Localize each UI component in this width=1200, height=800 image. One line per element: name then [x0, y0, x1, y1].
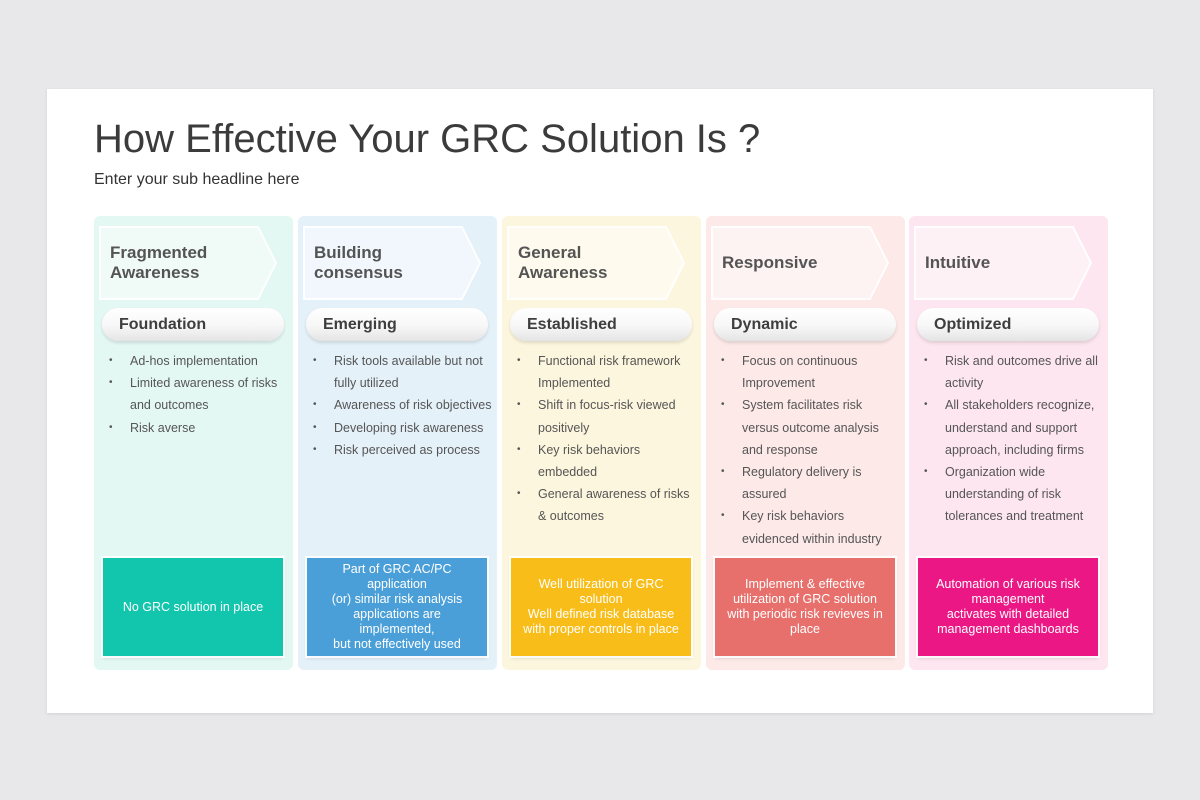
- bullet-item: • Risk averse: [106, 417, 289, 439]
- bullet-item: • Developing risk awareness: [310, 417, 493, 439]
- bullet-item: • Awareness of risk objectives: [310, 394, 493, 416]
- summary-text: Implement & effective utilization of GRC…: [727, 577, 883, 636]
- bullet-text: Shift in focus-risk viewed positively: [538, 398, 676, 435]
- bullet-dot-icon: •: [313, 443, 317, 455]
- summary-text: Part of GRC AC/PC application (or) simil…: [331, 562, 463, 651]
- bullet-text: Risk tools available but not fully utili…: [334, 354, 483, 391]
- slide-title: How Effective Your GRC Solution Is ?: [94, 117, 761, 161]
- slide: How Effective Your GRC Solution Is ? Ent…: [47, 89, 1153, 713]
- summary-text: No GRC solution in place: [122, 599, 264, 614]
- bullet-dot-icon: •: [721, 466, 725, 478]
- bullet-text: Developing risk awareness: [334, 420, 484, 435]
- bullet-dot-icon: •: [721, 355, 725, 366]
- bullet-list: • Focus on continuous Improvement • System…: [718, 350, 901, 550]
- chevron-arrow-icon: [303, 226, 482, 300]
- bullet-item: • Functional risk framework Implemented: [514, 350, 697, 394]
- bullet-text: Risk averse: [130, 420, 196, 435]
- bullet-item: • General awareness of risks & outcomes: [514, 483, 697, 527]
- bullet-dot-icon: •: [517, 488, 521, 500]
- bullet-item: • Risk and outcomes drive all activity: [921, 350, 1104, 394]
- chevron-arrow-icon: [914, 226, 1093, 300]
- level-title: Responsive: [722, 253, 818, 272]
- summary-box: Part of GRC AC/PC application (or) simil…: [307, 558, 487, 656]
- maturity-column-intuitive: Intuitive Optimized • Risk and outcomes d…: [909, 216, 1108, 670]
- level-title: Fragmented Awareness: [110, 243, 208, 282]
- stage-pill: Optimized: [917, 308, 1099, 341]
- bullet-item: • Ad-hos implementation: [106, 350, 289, 372]
- bullet-text: Key risk behaviors embedded: [538, 442, 641, 480]
- stage-pill: Dynamic: [714, 308, 896, 341]
- level-title: Intuitive: [925, 253, 991, 272]
- bullet-item: • All stakeholders recognize, understand …: [921, 394, 1104, 461]
- chevron-arrow-icon: [99, 226, 278, 300]
- maturity-column-responsive: Responsive Dynamic • Focus on continuous …: [706, 216, 905, 670]
- summary-text: Automation of various risk management ac…: [936, 577, 1080, 636]
- bullet-text: Risk and outcomes drive all activity: [945, 354, 1098, 391]
- stage-label: Dynamic: [731, 316, 798, 333]
- bullet-text: Limited awareness of risks and outcomes: [130, 376, 278, 413]
- bullet-dot-icon: •: [924, 466, 928, 478]
- bullet-text: Organization wide understanding of risk …: [945, 465, 1084, 524]
- stage-pill: Emerging: [306, 308, 488, 341]
- bullet-dot-icon: •: [109, 421, 113, 433]
- bullet-item: • Key risk behaviors evidenced within ind…: [718, 505, 901, 549]
- bullet-text: Risk perceived as process: [334, 442, 480, 457]
- maturity-column-building: Building consensus Emerging • Risk tools …: [298, 216, 497, 670]
- bullet-dot-icon: •: [517, 443, 521, 455]
- bullet-item: • Limited awareness of risks and outcomes: [106, 372, 289, 416]
- bullet-item: • Focus on continuous Improvement: [718, 350, 901, 394]
- level-title: Building consensus: [314, 243, 403, 282]
- bullet-dot-icon: •: [313, 399, 317, 411]
- bullet-item: • Key risk behaviors embedded: [514, 439, 697, 483]
- bullet-text: Focus on continuous Improvement: [742, 354, 858, 391]
- slide-subtitle: Enter your sub headline here: [94, 171, 300, 188]
- bullet-text: System facilitates risk versus outcome a…: [742, 398, 879, 457]
- stage-label: Foundation: [119, 316, 207, 333]
- bullet-dot-icon: •: [109, 377, 113, 389]
- stage-label: Established: [527, 316, 617, 333]
- summary-text: Well utilization of GRC solution Well de…: [523, 577, 679, 636]
- chevron-arrow-icon: [711, 226, 890, 300]
- stage-label: Optimized: [934, 316, 1012, 333]
- maturity-column-general: General Awareness Established • Functiona…: [502, 216, 701, 670]
- bullet-text: Key risk behaviors evidenced within indu…: [742, 509, 882, 546]
- bullet-list: • Risk and outcomes drive all activity • A…: [921, 350, 1104, 528]
- bullet-text: General awareness of risks & outcomes: [538, 487, 690, 524]
- chevron-arrow-icon: [507, 226, 686, 300]
- bullet-item: • System facilitates risk versus outcome …: [718, 394, 901, 461]
- bullet-item: • Risk perceived as process: [310, 439, 493, 461]
- bullet-dot-icon: •: [721, 510, 725, 522]
- bullet-dot-icon: •: [517, 399, 521, 411]
- bullet-item: • Shift in focus-risk viewed positively: [514, 394, 697, 438]
- stage-label: Emerging: [323, 316, 397, 333]
- bullet-text: Ad-hos implementation: [130, 354, 258, 368]
- bullet-item: • Regulatory delivery is assured: [718, 461, 901, 505]
- bullet-dot-icon: •: [313, 421, 317, 433]
- bullet-list: • Functional risk framework Implemented •…: [514, 350, 697, 528]
- maturity-column-fragmented: Fragmented Awareness Foundation • Ad-hos …: [94, 216, 293, 670]
- bullet-text: All stakeholders recognize, understand a…: [945, 398, 1095, 457]
- bullet-item: • Organization wide understanding of risk…: [921, 461, 1104, 528]
- bullet-text: Functional risk framework Implemented: [538, 354, 681, 391]
- level-title: General Awareness: [518, 243, 608, 282]
- bullet-item: • Risk tools available but not fully util…: [310, 350, 493, 394]
- stage-pill: Established: [510, 308, 692, 341]
- bullet-text: Awareness of risk objectives: [334, 398, 492, 413]
- bullet-dot-icon: •: [924, 399, 928, 411]
- bullet-dot-icon: •: [109, 355, 113, 366]
- summary-box: No GRC solution in place: [103, 558, 283, 656]
- summary-box: Well utilization of GRC solution Well de…: [511, 558, 691, 656]
- bullet-dot-icon: •: [924, 355, 928, 366]
- bullet-dot-icon: •: [721, 399, 725, 411]
- bullet-text: Regulatory delivery is assured: [742, 465, 862, 502]
- bullet-dot-icon: •: [313, 355, 317, 366]
- summary-box: Implement & effective utilization of GRC…: [715, 558, 895, 656]
- bullet-list: • Risk tools available but not fully util…: [310, 350, 493, 461]
- bullet-dot-icon: •: [517, 355, 521, 366]
- bullet-list: • Ad-hos implementation • Limited awarenes…: [106, 350, 289, 439]
- summary-box: Automation of various risk management ac…: [918, 558, 1098, 656]
- stage-pill: Foundation: [102, 308, 284, 341]
